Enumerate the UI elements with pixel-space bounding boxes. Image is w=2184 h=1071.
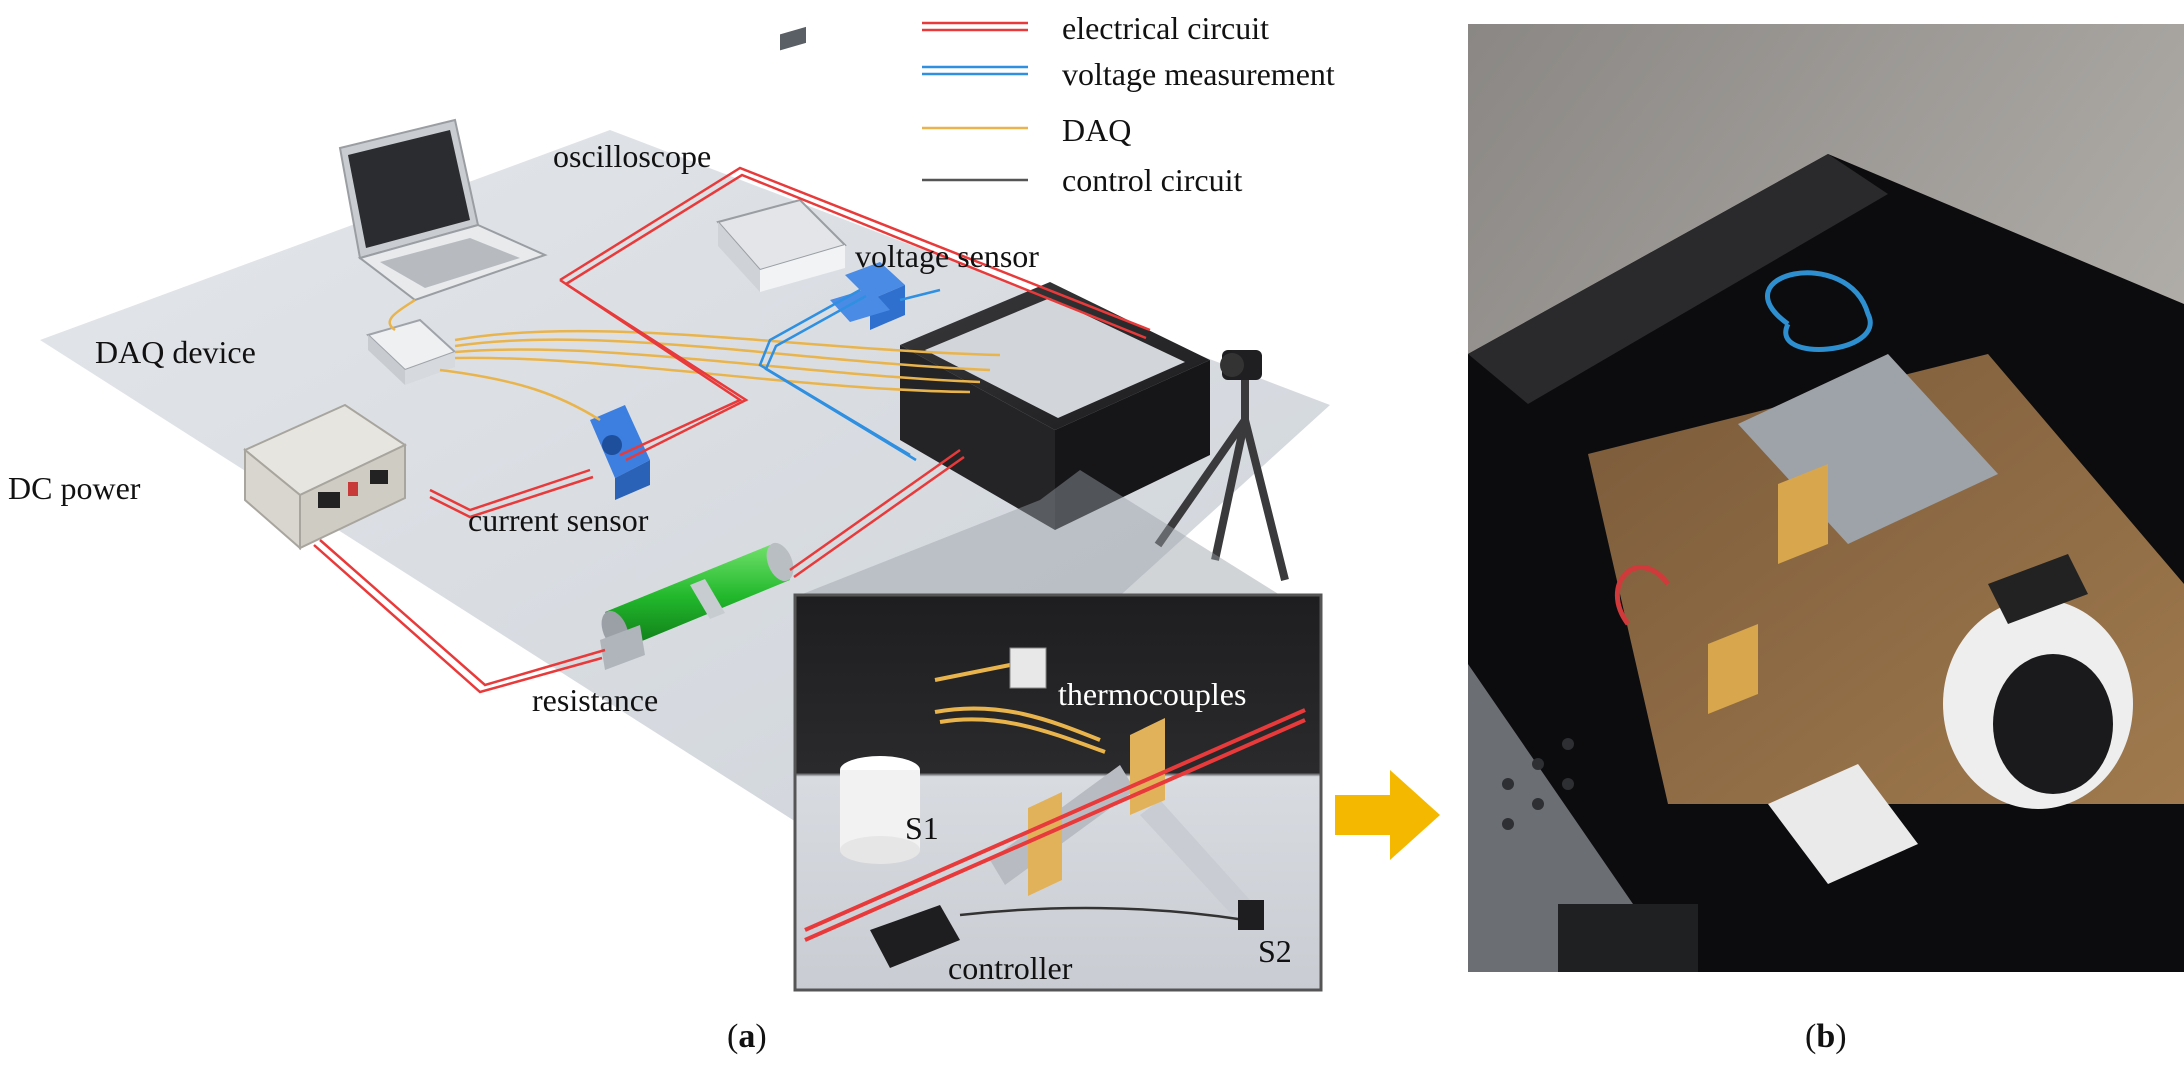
label-current-sensor: current sensor [468, 502, 649, 538]
test-chamber-box [900, 282, 1210, 530]
label-resistance: resistance [532, 682, 659, 718]
legend-electrical: electrical circuit [1062, 10, 1269, 46]
oscilloscope [716, 26, 847, 292]
label-s2: S2 [1258, 933, 1292, 969]
caption-a: (a) [727, 1018, 767, 1055]
camera-tripod [1154, 350, 1289, 581]
voltage-sensor [830, 262, 905, 330]
label-s1: S1 [905, 810, 939, 846]
caption-b: (b) [1805, 1018, 1847, 1055]
setup-diagram [40, 21, 1440, 992]
legend-voltage: voltage measurement [1062, 56, 1335, 92]
legend-control: control circuit [1062, 162, 1243, 198]
label-dc-power: DC power [8, 470, 141, 506]
label-controller: controller [948, 950, 1073, 986]
legend-swatches [922, 21, 1028, 182]
current-sensor [590, 405, 650, 500]
label-oscilloscope: oscilloscope [553, 138, 712, 174]
label-voltage-sensor: voltage sensor [855, 238, 1039, 274]
chamber-photo [1468, 24, 2184, 972]
daq-device [366, 318, 457, 385]
electrical-wires [313, 166, 1151, 694]
inset-projection [800, 470, 1280, 595]
dc-power-supply [243, 403, 408, 551]
chamber-inset [793, 593, 1323, 992]
legend-daq: DAQ [1062, 112, 1132, 148]
resistor [600, 542, 794, 670]
laptop [338, 118, 548, 302]
voltage-wires [758, 288, 941, 462]
daq-wires [388, 298, 1001, 422]
panel-arrow [1335, 770, 1440, 860]
label-thermocouples: thermocouples [1058, 676, 1247, 712]
label-daq-device: DAQ device [95, 334, 256, 370]
